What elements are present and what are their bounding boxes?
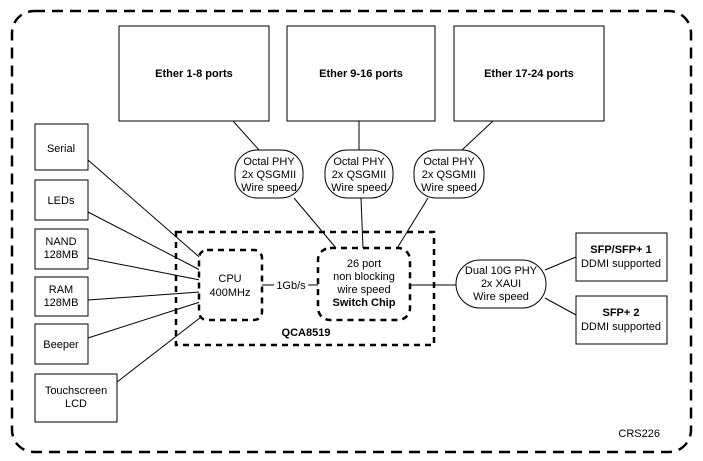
peripheral-nand: NAND 128MB xyxy=(34,228,89,270)
link-port3-phy3 xyxy=(461,120,494,151)
port-group-label: Ether 17-24 ports xyxy=(484,68,574,80)
peripheral-sublabel: LCD xyxy=(65,398,87,410)
port-group-1: Ether 1-8 ports xyxy=(118,25,270,122)
link-xaui-sfp2 xyxy=(544,297,577,316)
cpu-block: CPU 400MHz xyxy=(197,248,264,322)
peripheral-beeper: Beeper xyxy=(34,323,89,365)
peripheral-label: RAM xyxy=(49,284,73,296)
peripheral-label: Beeper xyxy=(43,339,79,351)
sfp-title: SFP/SFP+ 1 xyxy=(590,244,651,256)
peripheral-label: NAND xyxy=(45,236,76,248)
soc-label: QCA8519 xyxy=(282,327,331,339)
link-leds-cpu xyxy=(87,211,201,271)
peripheral-sublabel: 128MB xyxy=(44,297,79,309)
link-serial-cpu xyxy=(87,159,206,263)
peripheral-ram: RAM 128MB xyxy=(34,276,89,317)
port-group-3: Ether 17-24 ports xyxy=(453,25,605,122)
cpu-label: CPU xyxy=(218,273,241,285)
port-group-2: Ether 9-16 ports xyxy=(286,25,436,122)
phy-line: Wire speed xyxy=(421,182,477,194)
link-phy3-switch xyxy=(395,197,429,251)
peripheral-label: LEDs xyxy=(48,195,75,207)
link-lcd-cpu xyxy=(116,313,206,383)
model-label: CRS226 xyxy=(618,428,660,440)
link-speed-label: 1Gb/s xyxy=(276,280,306,292)
link-phy2-switch xyxy=(360,197,364,249)
octal-phy-3: Octal PHY 2x QSGMII Wire speed xyxy=(413,149,485,199)
octal-phy-1: Octal PHY 2x QSGMII Wire speed xyxy=(234,149,304,199)
switch-chip: 26 port non blocking wire speed Switch C… xyxy=(316,246,412,322)
link-xaui-sfp1 xyxy=(544,256,577,271)
switch-line: 26 port xyxy=(347,258,381,270)
link-beeper-cpu xyxy=(87,301,201,339)
soc-boundary xyxy=(174,230,436,347)
switch-line: wire speed xyxy=(336,284,390,296)
phy-line: 2x QSGMII xyxy=(332,169,386,181)
switch-title: Switch Chip xyxy=(333,297,396,309)
xaui-line: Dual 10G PHY xyxy=(465,265,538,277)
sfp-port-1: SFP/SFP+ 1 DDMI supported xyxy=(575,232,668,282)
link-nand-cpu xyxy=(87,257,201,281)
peripheral-label: Touchscreen xyxy=(45,385,107,397)
xaui-phy: Dual 10G PHY 2x XAUI Wire speed xyxy=(455,259,547,309)
link-port1-phy1 xyxy=(232,120,260,151)
peripheral-leds: LEDs xyxy=(34,179,89,221)
octal-phy-2: Octal PHY 2x QSGMII Wire speed xyxy=(324,149,394,199)
xaui-line: 2x XAUI xyxy=(481,278,521,290)
phy-line: Octal PHY xyxy=(333,156,385,168)
xaui-line: Wire speed xyxy=(473,291,529,303)
peripheral-label: Serial xyxy=(47,143,75,155)
sfp-port-2: SFP+ 2 DDMI supported xyxy=(575,295,668,345)
peripheral-serial: Serial xyxy=(34,123,89,171)
port-group-label: Ether 9-16 ports xyxy=(319,68,403,80)
peripheral-sublabel: 128MB xyxy=(44,249,79,261)
phy-line: Octal PHY xyxy=(243,156,295,168)
port-group-label: Ether 1-8 ports xyxy=(155,68,233,80)
switch-line: non blocking xyxy=(333,271,395,283)
phy-line: Octal PHY xyxy=(423,156,475,168)
phy-line: Wire speed xyxy=(241,182,297,194)
sfp-title: SFP+ 2 xyxy=(603,307,640,319)
peripheral-touchscreen: Touchscreen LCD xyxy=(34,373,118,423)
phy-line: 2x QSGMII xyxy=(422,169,476,181)
phy-line: 2x QSGMII xyxy=(242,169,296,181)
link-phy1-switch xyxy=(293,197,337,249)
link-ram-cpu xyxy=(87,291,201,301)
sfp-subtitle: DDMI supported xyxy=(581,258,661,270)
board-outline xyxy=(10,9,693,454)
sfp-subtitle: DDMI supported xyxy=(581,321,661,333)
cpu-speed: 400MHz xyxy=(210,287,251,299)
phy-line: Wire speed xyxy=(331,182,387,194)
